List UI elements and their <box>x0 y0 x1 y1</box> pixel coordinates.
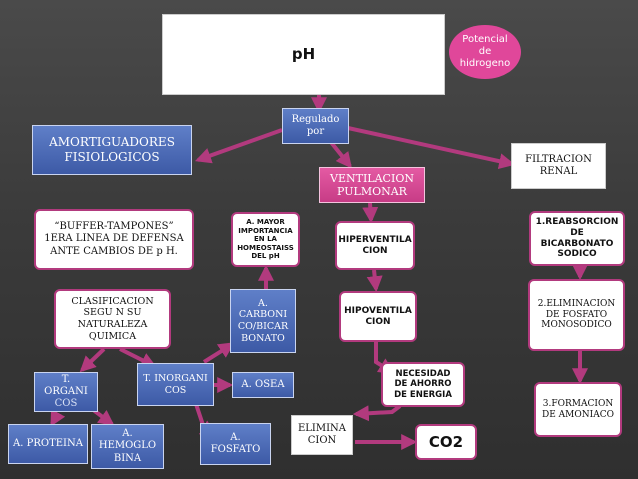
proteina-box: A. PROTEINA <box>8 424 88 464</box>
buffer-tampones-box: “BUFFER-TAMPONES” 1ERA LINEA DE DEFENSA … <box>34 209 194 270</box>
formacion-amoniaco-box: 3.FORMACION DE AMONIACO <box>534 382 622 437</box>
hiperventilacion-box: HIPERVENTILA CION <box>335 221 415 270</box>
arrow-clasif-to-organicos <box>79 347 106 373</box>
regulado-por-box: Regulado por <box>282 108 349 144</box>
mayor-importancia-box: A. MAYOR IMPORTANCIA EN LA HOMEOSTAISS D… <box>231 212 300 267</box>
osea-box: A. OSEA <box>232 372 294 398</box>
eliminacion-box: ELIMINA CION <box>291 415 353 455</box>
title-ph-label: pH <box>291 45 316 64</box>
necesidad-ahorro-box: NECESIDAD DE AHORRO DE ENERGIA <box>381 362 465 407</box>
amortiguadores-box: AMORTIGUADORES FISIOLOGICOS <box>32 125 192 175</box>
title-ph-box: pH <box>162 14 445 95</box>
potencial-hidrogeno-circle: Potencial de hidrogeno <box>449 25 521 79</box>
arrow-ventilacion-to-hiperventilacion <box>362 202 379 224</box>
eliminacion-fosfato-box: 2.ELIMINACION DE FOSFATO MONOSODICO <box>528 279 625 351</box>
arrow-inorganicos-to-carbonico <box>202 342 235 364</box>
carbonico-bicarbonato-box: A. CARBONI CO/BICAR BONATO <box>230 289 296 353</box>
arrow-organicos-to-proteina <box>50 408 66 427</box>
arrow-regulado-to-amortiguadores <box>194 128 283 164</box>
hipoventilacion-box: HIPOVENTILA CION <box>339 291 417 342</box>
hemoglobina-box: A. HEMOGLO BINA <box>91 424 164 469</box>
reabsorcion-bicarbonato-box: 1.REABSORCION DE BICARBONATO SODICO <box>529 211 625 266</box>
filtracion-renal-box: FILTRACION RENAL <box>511 143 606 189</box>
fosfato-box: A. FOSFATO <box>200 423 271 465</box>
inorganicos-box: T. INORGANI COS <box>137 363 214 406</box>
clasificacion-box: CLASIFICACION SEGU N SU NATURALEZA QUIMI… <box>54 289 171 349</box>
arrow-regulado-to-ventilacion <box>328 139 352 169</box>
arrow-necesidad-to-eliminacion <box>352 404 402 422</box>
organicos-box: T. ORGANI COS <box>34 372 98 412</box>
co2-box: CO2 <box>415 424 477 460</box>
arrow-hiper-to-hipo <box>366 269 383 293</box>
arrow-regulado-to-filtracion <box>347 126 516 170</box>
ventilacion-pulmonar-box: VENTILACION PULMONAR <box>319 167 425 203</box>
